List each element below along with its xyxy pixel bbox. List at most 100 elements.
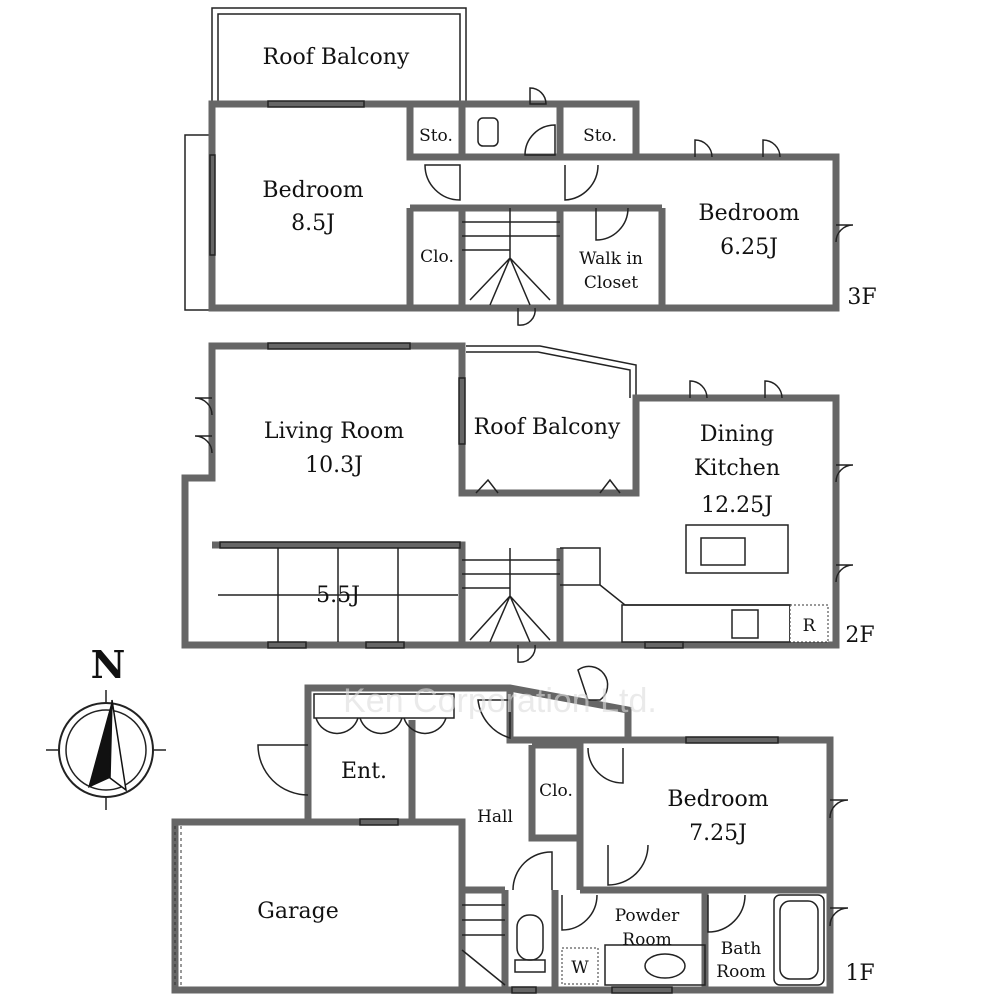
sink-icon [644, 953, 686, 979]
room-label: Bedroom [698, 201, 799, 226]
window-icon [644, 641, 684, 649]
entrance-door-icon [257, 744, 309, 796]
room-label: Walk in [579, 249, 643, 269]
room-size: 7.25J [689, 821, 747, 846]
side-balcony-3f [184, 134, 213, 311]
door-icon [424, 164, 461, 201]
room-label: Ent. [341, 759, 387, 784]
stair-landing-2f [560, 547, 791, 642]
roof-balcony-2f-rail [466, 345, 637, 398]
door-icon [564, 164, 599, 201]
window-icon [365, 641, 405, 649]
room-label: Sto. [419, 126, 453, 146]
window-icon [685, 736, 779, 744]
room-label: Roof Balcony [263, 45, 410, 70]
kitchen-counter [621, 604, 791, 643]
toilet-tank [514, 959, 546, 973]
room-label: Room [716, 962, 765, 982]
room-size: 10.3J [305, 453, 363, 478]
door-icon [595, 207, 629, 241]
floor-1f: Ken Corporation Ltd. Ent. Hall Clo. Bedr… [171, 665, 875, 994]
room-label: Bath [721, 939, 761, 959]
garage-shutter [174, 826, 182, 986]
room-label: Clo. [539, 781, 573, 801]
room-label: Kitchen [694, 456, 780, 481]
window-icon [359, 818, 399, 826]
inner-walls-3f [406, 104, 666, 308]
sink-icon [700, 537, 746, 566]
sliding-door-tatami [219, 541, 461, 549]
door-icon [607, 844, 649, 886]
washer-icon [561, 947, 599, 985]
door-icon [587, 747, 624, 784]
inner-walls-1f [308, 688, 830, 990]
window-icon [517, 307, 536, 326]
toilet-icon [516, 914, 544, 961]
room-label: Garage [257, 899, 338, 924]
toilet-icon [477, 117, 499, 147]
window-2f-top [267, 342, 411, 350]
window-icon [267, 641, 307, 649]
watermark: Ken Corporation Ltd. [343, 682, 657, 720]
room-label: Closet [584, 273, 638, 293]
floor-label: 3F [847, 285, 876, 310]
outer-walls-1f [171, 684, 834, 994]
room-label: Roof Balcony [474, 415, 621, 440]
door-icon [512, 851, 553, 891]
floor-3f: Roof Balcony Bedroom 8.5J Sto. Sto. Clo.… [184, 7, 877, 326]
bathtub-inner [779, 900, 819, 980]
window-icon [577, 665, 609, 701]
washer-label: W [571, 958, 589, 978]
window-balcony [458, 377, 466, 445]
window-icon [829, 799, 849, 927]
room-size: 12.25J [701, 493, 773, 518]
room-label: Bedroom [262, 178, 363, 203]
window-3f-top [267, 100, 365, 108]
cabinet-door-icon [315, 717, 447, 735]
door-icon [524, 124, 556, 156]
bathtub-icon [773, 894, 825, 986]
door-icon [707, 894, 746, 933]
window-3f-left [209, 154, 216, 256]
fridge-label: R [803, 616, 817, 636]
window-icon [511, 986, 537, 994]
room-label: Room [622, 930, 671, 950]
room-label: Hall [477, 807, 513, 827]
room-label: Dining [700, 422, 774, 447]
tatami-5-5j [218, 548, 458, 642]
door-icon [561, 894, 598, 931]
window-icon [611, 986, 673, 994]
window-icon [517, 644, 536, 663]
window-icon [762, 139, 781, 158]
floor-label: 2F [845, 623, 874, 648]
stairs-2f [462, 548, 560, 643]
inner-walls-2f [212, 541, 564, 645]
room-label: Bedroom [667, 787, 768, 812]
window-icon [689, 380, 783, 399]
window-icon [835, 224, 854, 243]
room-size: 6.25J [720, 235, 778, 260]
north-label: N [91, 642, 126, 687]
fridge-icon [789, 604, 829, 643]
room-size: 8.5J [291, 211, 335, 236]
stairs-1f [461, 904, 506, 986]
window-icon [194, 397, 213, 454]
floor-label: 1F [845, 961, 874, 986]
room-label: Powder [615, 906, 680, 926]
compass-icon: N [46, 642, 166, 810]
shoe-cabinet [313, 693, 455, 719]
stove-icon [731, 609, 759, 639]
room-label: Sto. [583, 126, 617, 146]
room-label: Living Room [264, 419, 404, 444]
floor-2f: Living Room 10.3J Roof Balcony Dining Ki… [181, 342, 875, 663]
balcony-door-icon [475, 478, 621, 494]
stairs-3f [462, 208, 560, 306]
room-label: Clo. [420, 247, 454, 267]
door-icon [477, 699, 511, 740]
outer-walls-3f [208, 100, 840, 312]
window-icon [694, 139, 713, 158]
room-size: 5.5J [316, 583, 360, 608]
kitchen-island [685, 524, 789, 574]
